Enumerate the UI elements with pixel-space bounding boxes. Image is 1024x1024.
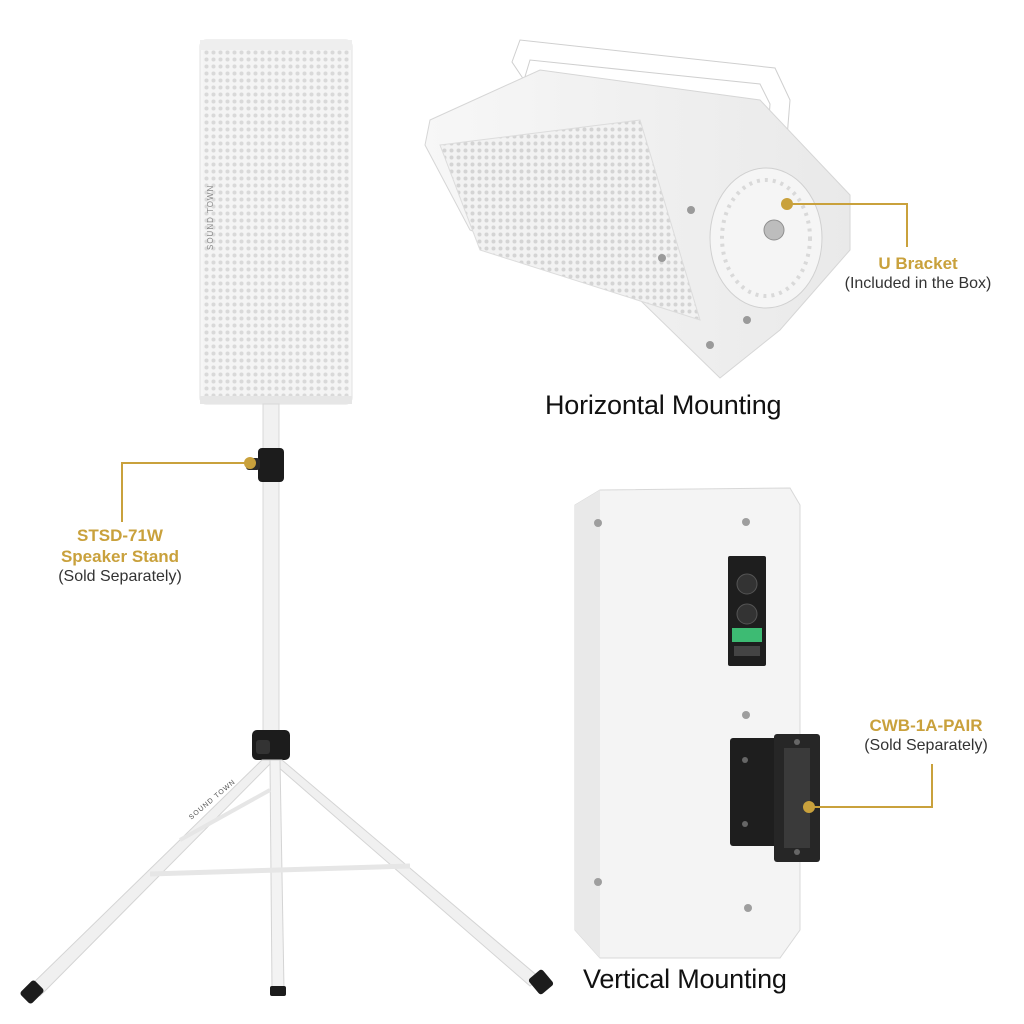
stand-callout-dot [244,457,256,469]
stand-pole [246,403,290,760]
wall-bracket-note: (Sold Separately) [864,737,988,754]
stand-title-line1: STSD-71W [77,526,163,545]
stand-note: (Sold Separately) [58,568,182,585]
u-bracket-title: U Bracket [878,254,958,273]
vertical-mounting-heading: Vertical Mounting [583,964,787,994]
speaker-logo: SOUND TOWN [206,184,215,250]
stand-title-line2: Speaker Stand [60,547,180,566]
stand-callout-line [121,462,249,464]
wall-bracket-callout-line-vertical [931,764,933,808]
wall-bracket-callout-line [811,806,933,808]
wall-bracket [730,734,820,862]
u-bracket-note: (Included in the Box) [844,275,992,292]
vertical-speaker [574,487,820,959]
stand-callout: STSD-71W Speaker Stand (Sold Separately) [30,525,210,587]
stand-callout-line-vertical [121,462,123,522]
u-bracket-callout-line [791,203,908,205]
column-speaker [199,39,353,405]
horizontal-mounting-heading: Horizontal Mounting [545,390,782,420]
u-bracket-callout-dot [781,198,793,210]
tripod-legs [27,759,541,997]
wall-bracket-callout-dot [803,801,815,813]
wall-bracket-title: CWB-1A-PAIR [869,716,983,735]
wall-bracket-callout: CWB-1A-PAIR (Sold Separately) [836,715,1016,756]
u-bracket-callout: U Bracket (Included in the Box) [820,253,1016,294]
u-bracket-callout-line-vertical [906,203,908,247]
